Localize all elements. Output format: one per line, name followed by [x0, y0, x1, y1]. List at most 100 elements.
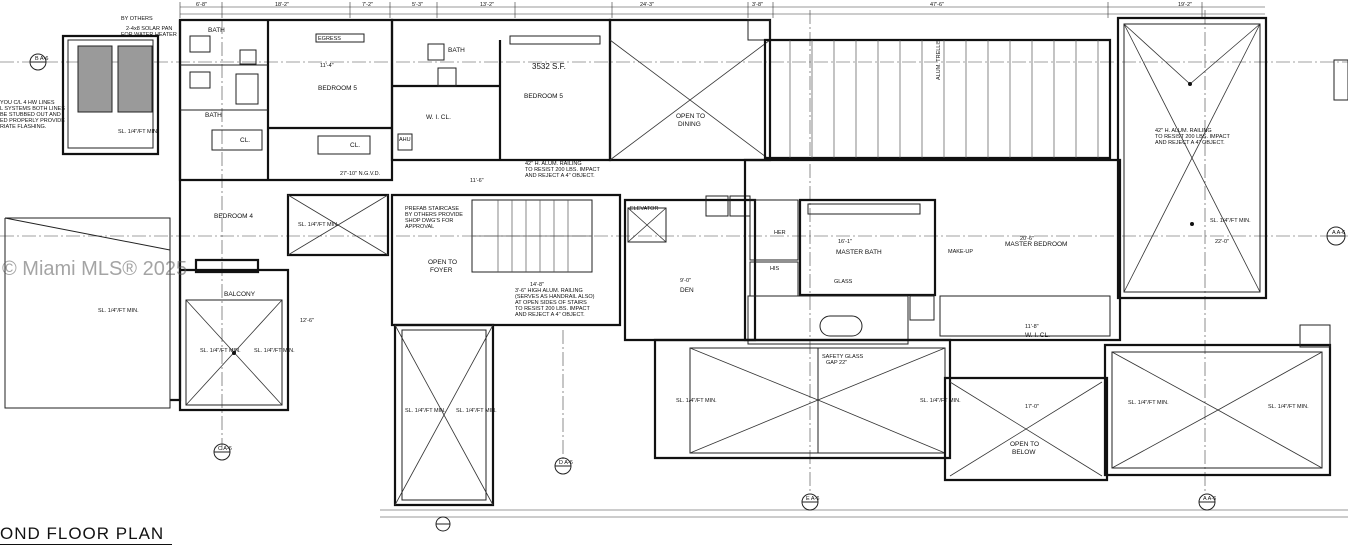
- slope-note: SL. 1/4"/FT MIN.: [298, 222, 339, 228]
- void-label-foyer: FOYER: [430, 267, 453, 274]
- void-label-open-to: OPEN TO: [428, 259, 457, 266]
- label-ahu: AHU: [399, 137, 411, 143]
- room-label-bedroom-5b: BEDROOM 5: [524, 93, 563, 100]
- marker-text: D A-6: [559, 460, 573, 466]
- room-label-make-up: MAKE-UP: [948, 249, 973, 255]
- room-label-glass: GLASS: [834, 279, 853, 285]
- void-label-open-to: OPEN TO: [1010, 441, 1039, 448]
- note-text: RIATE FLASHING.: [0, 124, 47, 130]
- right-roof-block: [1118, 18, 1348, 298]
- room-label-wic: W. I. CL.: [1025, 332, 1050, 339]
- note-text: BY OTHERS PROVIDE: [405, 212, 463, 218]
- note-text: 27'-10" N.G.V.D.: [340, 171, 381, 177]
- note-text: AND REJECT A 4" OBJECT.: [1155, 140, 1225, 146]
- grid-marker-c: C A-6: [214, 444, 232, 460]
- dim-text: 22'-0": [1215, 239, 1229, 245]
- slope-note: SL. 1/4"/FT MIN.: [1128, 400, 1169, 406]
- note-text: GAP 22": [826, 360, 847, 366]
- plan-title-underline: [0, 544, 172, 545]
- solar-panel-area: 2-4x8 SOLAR PAN FOR WATER HEATER BY OTHE…: [0, 16, 177, 154]
- slope-note: SL. 1/4"/FT MIN.: [200, 348, 241, 354]
- dim-text: 47'-6": [930, 2, 944, 8]
- marker-text: E A-6: [806, 496, 819, 502]
- slope-note: SL. 1/4"/FT MIN.: [1268, 404, 1309, 410]
- dim-text: 3'-8": [752, 2, 763, 8]
- mls-watermark: © Miami MLS® 2025: [2, 258, 188, 280]
- slope-note: SL. 1/4"/FT MIN.: [405, 408, 446, 414]
- bottom-dimension-string: [380, 510, 1348, 517]
- dim-text: 13'-2": [480, 2, 494, 8]
- void-label-open-to: OPEN TO: [676, 113, 705, 120]
- master-suite-walls: [745, 160, 1120, 344]
- grid-marker-d: D A-6: [555, 458, 573, 474]
- dim-text: 18'-2": [275, 2, 289, 8]
- dim-text: 7'-2": [362, 2, 373, 8]
- lower-roofs: [395, 325, 1330, 505]
- note-text: AND REJECT A 4" OBJECT.: [515, 312, 585, 318]
- note-text: SAFETY GLASS: [822, 354, 863, 360]
- dim-text: 19'-2": [1178, 2, 1192, 8]
- room-label-bedroom-4: BEDROOM 4: [214, 213, 253, 220]
- room-label-den: DEN: [680, 287, 694, 294]
- note-text: AND REJECT A 4" OBJECT.: [525, 173, 595, 179]
- slope-note: SL. 1/4"/FT MIN.: [254, 348, 295, 354]
- alum-trellis: [765, 40, 1110, 158]
- note-text: SHOP DWG'S FOR: [405, 218, 453, 224]
- room-label-closet: CL.: [350, 142, 360, 149]
- note-text: (SERVES AS HANDRAIL ALSO): [515, 294, 595, 300]
- void-label-dining: DINING: [678, 121, 701, 128]
- dim-text: 5'-3": [412, 2, 423, 8]
- dim-text: 24'-3": [640, 2, 654, 8]
- note-text: TO RESIST 200 LBS. IMPACT: [1155, 134, 1231, 140]
- marker-text: A A-6: [1203, 496, 1216, 502]
- room-label-closet: CL.: [240, 137, 250, 144]
- room-label-her: HER: [774, 230, 786, 236]
- dim-text: 14'-8": [530, 282, 544, 288]
- note-text: PREFAB STAIRCASE: [405, 206, 459, 212]
- note-text: APPROVAL: [405, 224, 434, 230]
- grid-marker-a-bottom: A A-6: [1199, 494, 1216, 510]
- dim-text: 6'-8": [196, 2, 207, 8]
- slope-note: SL. 1/4"/FT MIN.: [676, 398, 717, 404]
- slope-note: SL. 1/4"/FT MIN.: [118, 129, 159, 135]
- grid-marker-a-right: A A-6: [1327, 227, 1345, 245]
- note-text: FOR WATER HEATER: [121, 32, 177, 38]
- room-label-bedroom-5: BEDROOM 5: [318, 85, 357, 92]
- room-label-bath: BATH: [208, 27, 225, 34]
- center-block-walls: [392, 20, 770, 340]
- dim-text: 17'-0": [1025, 404, 1039, 410]
- dim-text: 12'-6": [300, 318, 314, 324]
- slope-note: SL. 1/4"/FT MIN.: [98, 308, 139, 314]
- room-label-his: HIS: [770, 266, 780, 272]
- note-text: BY OTHERS: [121, 16, 153, 22]
- bedroom-block-left: [180, 20, 412, 180]
- plan-title: OND FLOOR PLAN: [0, 524, 165, 543]
- room-label-elevator: ELEVATOR: [630, 206, 658, 212]
- top-dimension-string: 6'-8" 18'-2" 7'-2" 5'-3" 13'-2" 24'-3" 3…: [180, 2, 1265, 18]
- slope-note: SL. 1/4"/FT MIN.: [456, 408, 497, 414]
- note-text: TO RESIST 200 LBS. IMPACT: [515, 306, 591, 312]
- dim-text: 11'-4": [320, 63, 334, 69]
- note-text: ED PROPERLY PROVIDE: [0, 118, 65, 124]
- note-text: YOU C/L 4 HW LINES: [0, 100, 55, 106]
- label-alum-trellis: ALUM. TRELLIS: [936, 39, 942, 80]
- grid-marker-e: E A-6: [802, 494, 819, 510]
- note-text: L SYSTEMS BOTH LINES: [0, 106, 65, 112]
- room-label-wic: W. I. CL.: [426, 114, 451, 121]
- note-text: AT OPEN SIDES OF STAIRS: [515, 300, 587, 306]
- dim-text: 11'-6": [470, 178, 484, 184]
- grid-lines: [0, 10, 1348, 492]
- dim-text: 9'-0": [680, 278, 691, 284]
- dim-text: 20'-6": [1020, 236, 1034, 242]
- room-label-bath: BATH: [205, 112, 222, 119]
- left-wing-walls: [5, 20, 388, 410]
- note-text: 42" H. ALUM. RAILING: [525, 161, 582, 167]
- room-label-master-bedroom: MASTER BEDROOM: [1005, 241, 1067, 248]
- area-label: 3532 S.F.: [532, 62, 566, 71]
- marker-text: B A-6: [35, 56, 48, 62]
- note-text: 3'-6" HIGH ALUM. RAILING: [515, 288, 583, 294]
- slope-note: SL. 1/4"/FT MIN.: [1210, 218, 1251, 224]
- note-text: 42" H. ALUM. RAILING: [1155, 128, 1212, 134]
- grid-marker-bottom-left: [436, 517, 450, 531]
